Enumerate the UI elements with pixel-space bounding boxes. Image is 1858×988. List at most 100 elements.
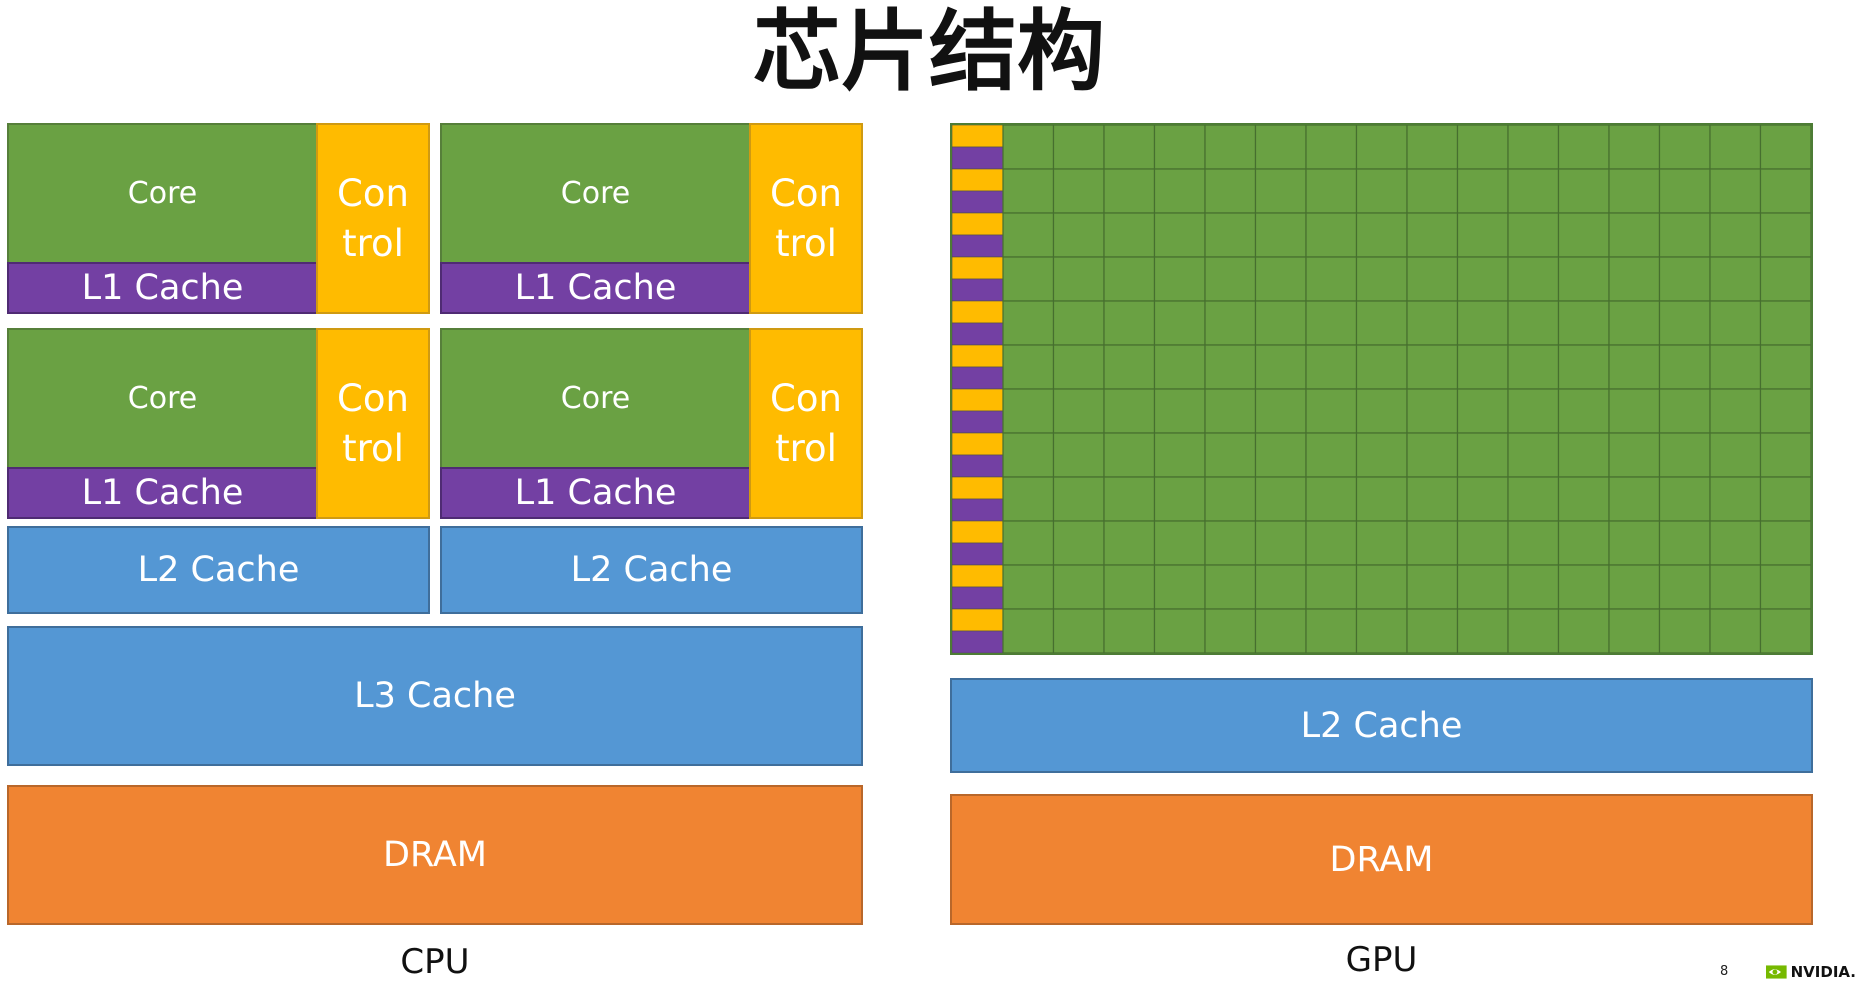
gpu-core-cell bbox=[1204, 256, 1257, 302]
gpu-core-cell bbox=[1153, 125, 1206, 170]
gpu-core-cell bbox=[1254, 212, 1307, 258]
gpu-core-cell bbox=[1103, 608, 1156, 653]
gpu-core-cell bbox=[1355, 608, 1408, 653]
gpu-core-cell bbox=[1456, 256, 1509, 302]
gpu-core-cell bbox=[1456, 564, 1509, 610]
gpu-core-cell bbox=[1204, 344, 1257, 390]
nvidia-logo-text: NVIDIA. bbox=[1790, 963, 1856, 981]
gpu-core-cell bbox=[1709, 476, 1762, 522]
gpu-core-cell bbox=[1355, 432, 1408, 478]
gpu-core-cell bbox=[1557, 608, 1610, 653]
gpu-core-cell bbox=[1406, 432, 1459, 478]
gpu-core-cell bbox=[1204, 520, 1257, 566]
gpu-core-cell bbox=[1658, 212, 1711, 258]
gpu-core-cell bbox=[1254, 168, 1307, 214]
gpu-core-cell bbox=[1557, 344, 1610, 390]
gpu-core-cell bbox=[1305, 608, 1358, 653]
cpu-dram-block: DRAM bbox=[7, 785, 863, 925]
gpu-grid-svg bbox=[952, 125, 1811, 653]
gpu-core-cell bbox=[1355, 476, 1408, 522]
gpu-core-cell bbox=[1759, 388, 1811, 434]
gpu-core-cell bbox=[1153, 168, 1206, 214]
gpu-core-cell bbox=[1456, 388, 1509, 434]
gpu-core-cell bbox=[1254, 256, 1307, 302]
gpu-core-cell bbox=[1608, 388, 1661, 434]
gpu-core-cell bbox=[1658, 476, 1711, 522]
gpu-core-cell bbox=[1709, 300, 1762, 346]
gpu-core-cell bbox=[1355, 300, 1408, 346]
page-title: 芯片结构 bbox=[752, 0, 1105, 103]
gpu-control-stripe bbox=[952, 212, 1004, 236]
gpu-core-cell bbox=[1153, 344, 1206, 390]
gpu-core-cell bbox=[1709, 256, 1762, 302]
gpu-core-cell bbox=[1052, 125, 1105, 170]
gpu-core-cell bbox=[1355, 388, 1408, 434]
gpu-core-cell bbox=[1507, 388, 1560, 434]
gpu-control-stripe bbox=[952, 125, 1004, 148]
gpu-l1-stripe bbox=[952, 146, 1004, 170]
gpu-core-cell bbox=[1355, 564, 1408, 610]
gpu-core-cell bbox=[1709, 564, 1762, 610]
gpu-core-cell bbox=[1456, 125, 1509, 170]
gpu-control-stripe bbox=[952, 168, 1004, 192]
gpu-core-cell bbox=[1406, 212, 1459, 258]
gpu-l1-stripe bbox=[952, 498, 1004, 522]
gpu-l1-stripe bbox=[952, 542, 1004, 566]
gpu-core-cell bbox=[1709, 520, 1762, 566]
gpu-core-cell bbox=[1002, 476, 1055, 522]
gpu-core-cell bbox=[1608, 344, 1661, 390]
gpu-control-stripe bbox=[952, 432, 1004, 456]
cpu-core-block: Core bbox=[440, 328, 751, 469]
gpu-core-cell bbox=[1759, 256, 1811, 302]
gpu-core-cell bbox=[1254, 608, 1307, 653]
gpu-core-cell bbox=[1103, 168, 1156, 214]
gpu-core-cell bbox=[1608, 212, 1661, 258]
gpu-core-cell bbox=[1355, 256, 1408, 302]
gpu-l1-stripe bbox=[952, 190, 1004, 214]
gpu-core-cell bbox=[1709, 344, 1762, 390]
gpu-core-cell bbox=[1456, 476, 1509, 522]
gpu-core-cell bbox=[1002, 256, 1055, 302]
cpu-control-block: Con trol bbox=[316, 328, 430, 519]
gpu-core-cell bbox=[1002, 388, 1055, 434]
gpu-core-cell bbox=[1557, 564, 1610, 610]
gpu-core-cell bbox=[1103, 388, 1156, 434]
gpu-control-stripe bbox=[952, 256, 1004, 280]
gpu-core-cell bbox=[1608, 256, 1661, 302]
gpu-core-cell bbox=[1507, 300, 1560, 346]
cpu-l2-cache-block: L2 Cache bbox=[440, 526, 863, 614]
gpu-core-cell bbox=[1052, 432, 1105, 478]
gpu-core-cell bbox=[1305, 564, 1358, 610]
cpu-core-block: Core bbox=[7, 123, 318, 264]
gpu-core-cell bbox=[1103, 125, 1156, 170]
gpu-core-cell bbox=[1254, 520, 1307, 566]
gpu-control-stripe bbox=[952, 300, 1004, 324]
gpu-core-cell bbox=[1204, 608, 1257, 653]
cpu-l1-cache-block: L1 Cache bbox=[440, 262, 751, 314]
gpu-l1-stripe bbox=[952, 454, 1004, 478]
gpu-core-cell bbox=[1204, 476, 1257, 522]
gpu-control-stripe bbox=[952, 564, 1004, 588]
gpu-core-cell bbox=[1658, 564, 1711, 610]
gpu-core-cell bbox=[1709, 212, 1762, 258]
gpu-core-cell bbox=[1355, 125, 1408, 170]
gpu-core-cell bbox=[1709, 432, 1762, 478]
gpu-core-cell bbox=[1153, 212, 1206, 258]
gpu-core-cell bbox=[1052, 608, 1105, 653]
gpu-l1-stripe bbox=[952, 586, 1004, 610]
gpu-core-cell bbox=[1709, 168, 1762, 214]
gpu-core-cell bbox=[1406, 344, 1459, 390]
gpu-core-cell bbox=[1052, 520, 1105, 566]
gpu-core-cell bbox=[1002, 564, 1055, 610]
gpu-core-cell bbox=[1507, 432, 1560, 478]
gpu-core-cell bbox=[1507, 608, 1560, 653]
gpu-core-cell bbox=[1406, 168, 1459, 214]
gpu-core-cell bbox=[1254, 344, 1307, 390]
gpu-core-cell bbox=[1153, 256, 1206, 302]
gpu-core-cell bbox=[1052, 212, 1105, 258]
gpu-core-cell bbox=[1002, 300, 1055, 346]
gpu-core-cell bbox=[1305, 432, 1358, 478]
gpu-core-cell bbox=[1608, 432, 1661, 478]
gpu-core-cell bbox=[1254, 388, 1307, 434]
gpu-core-cell bbox=[1052, 564, 1105, 610]
